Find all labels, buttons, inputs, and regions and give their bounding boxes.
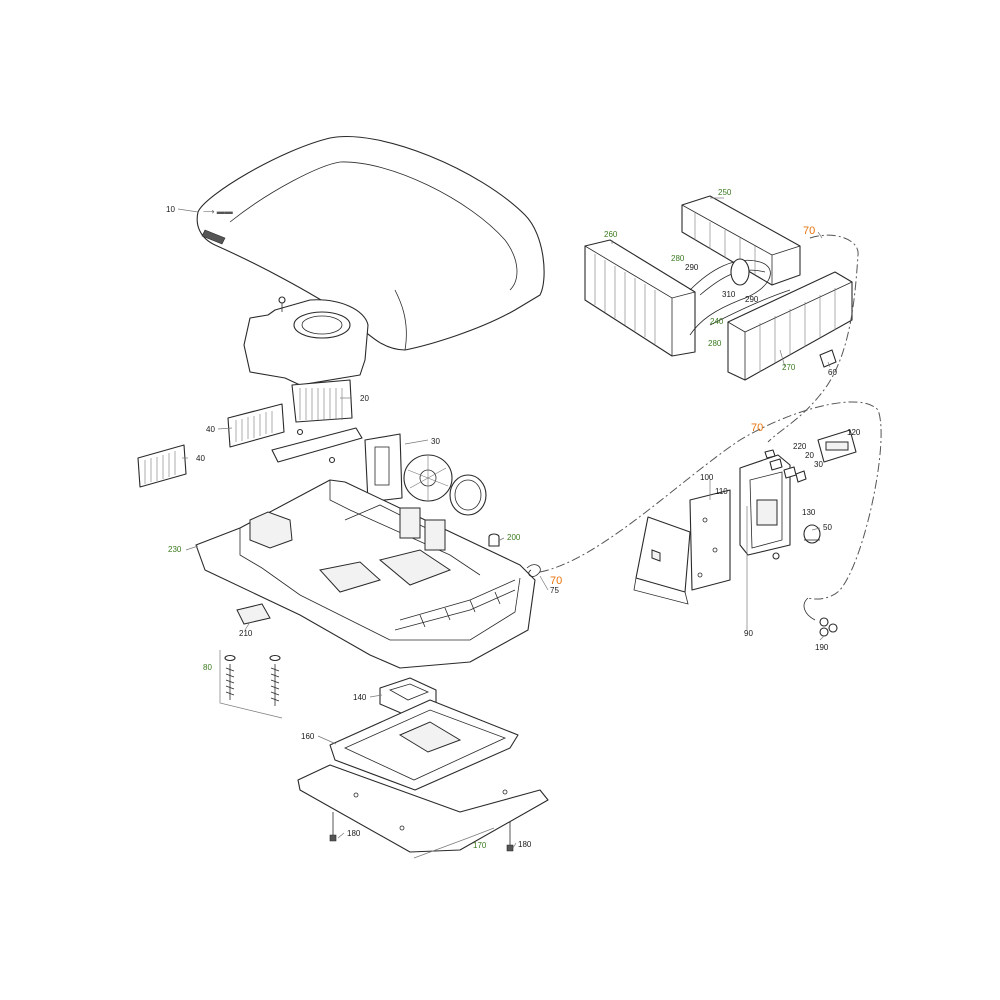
control-cover (633, 516, 691, 605)
label-170: 170 (473, 841, 487, 850)
mounting-plate (297, 764, 549, 853)
label-40-upper: 40 (206, 425, 215, 434)
label-10: 10 (166, 205, 175, 214)
harness-190 (803, 597, 838, 637)
label-130: 130 (802, 508, 816, 517)
coil-260 (584, 239, 696, 357)
label-190: 190 (815, 643, 829, 652)
label-70-base: 70 (550, 575, 562, 587)
terminal-blocks (764, 449, 807, 483)
label-280-lower: 280 (708, 339, 722, 348)
label-220: 220 (793, 442, 807, 451)
label-30-box: 30 (814, 460, 823, 469)
label-80: 80 (203, 663, 212, 672)
base-pan (195, 479, 536, 669)
label-240: 240 (710, 317, 724, 326)
label-50: 50 (823, 523, 832, 532)
label-310: 310 (722, 290, 736, 299)
label-290-lower: 290 (745, 295, 759, 304)
label-100: 100 (700, 473, 714, 482)
motor-bracket (271, 427, 403, 503)
plate-bolts (329, 812, 514, 852)
label-110: 110 (715, 487, 728, 496)
control-board (689, 489, 731, 591)
label-290-upper: 290 (685, 263, 699, 272)
terminal-120 (817, 429, 857, 463)
label-180-left: 180 (347, 829, 361, 838)
blower-housing (243, 296, 369, 423)
clip-60 (819, 349, 837, 368)
label-70-coil: 70 (803, 225, 815, 237)
capacitor-50 (803, 524, 821, 544)
label-200: 200 (507, 533, 521, 542)
gasket-frame (329, 699, 519, 791)
label-20-box: 20 (805, 451, 814, 460)
label-180-right: 180 (518, 840, 532, 849)
grille-upper (227, 403, 285, 448)
label-280-upper: 280 (671, 254, 685, 263)
label-60: 60 (828, 368, 837, 377)
coil-270 (727, 271, 853, 381)
leader-lines (177, 197, 831, 859)
drain-plug (488, 533, 500, 547)
label-260: 260 (604, 230, 618, 239)
label-90: 90 (744, 629, 753, 638)
part-labels: 10 20 30 40 40 230 200 210 80 140 160 17… (166, 188, 861, 850)
label-30: 30 (431, 437, 440, 446)
blower-wheel (403, 454, 487, 516)
svg-text:⟶ ▬▬: ⟶ ▬▬ (203, 207, 233, 216)
label-40-lower: 40 (196, 454, 205, 463)
label-270: 270 (782, 363, 796, 372)
grille-lower (137, 444, 187, 488)
mounting-bolts (219, 650, 283, 719)
shroud-cover: ⟶ ▬▬ (196, 136, 545, 351)
temp-sensor-base (526, 564, 541, 577)
label-120: 120 (847, 428, 861, 437)
label-250: 250 (718, 188, 732, 197)
label-70-box: 70 (751, 422, 763, 434)
foam-pad (236, 603, 271, 625)
wiring-route (539, 401, 882, 600)
label-160: 160 (301, 732, 315, 741)
label-20: 20 (360, 394, 369, 403)
label-140: 140 (353, 693, 367, 702)
control-box (739, 454, 791, 560)
copper-tubing (689, 258, 791, 336)
label-230: 230 (168, 545, 182, 554)
label-210: 210 (239, 629, 253, 638)
label-75: 75 (550, 586, 559, 595)
wiring-route-upper (767, 234, 859, 443)
